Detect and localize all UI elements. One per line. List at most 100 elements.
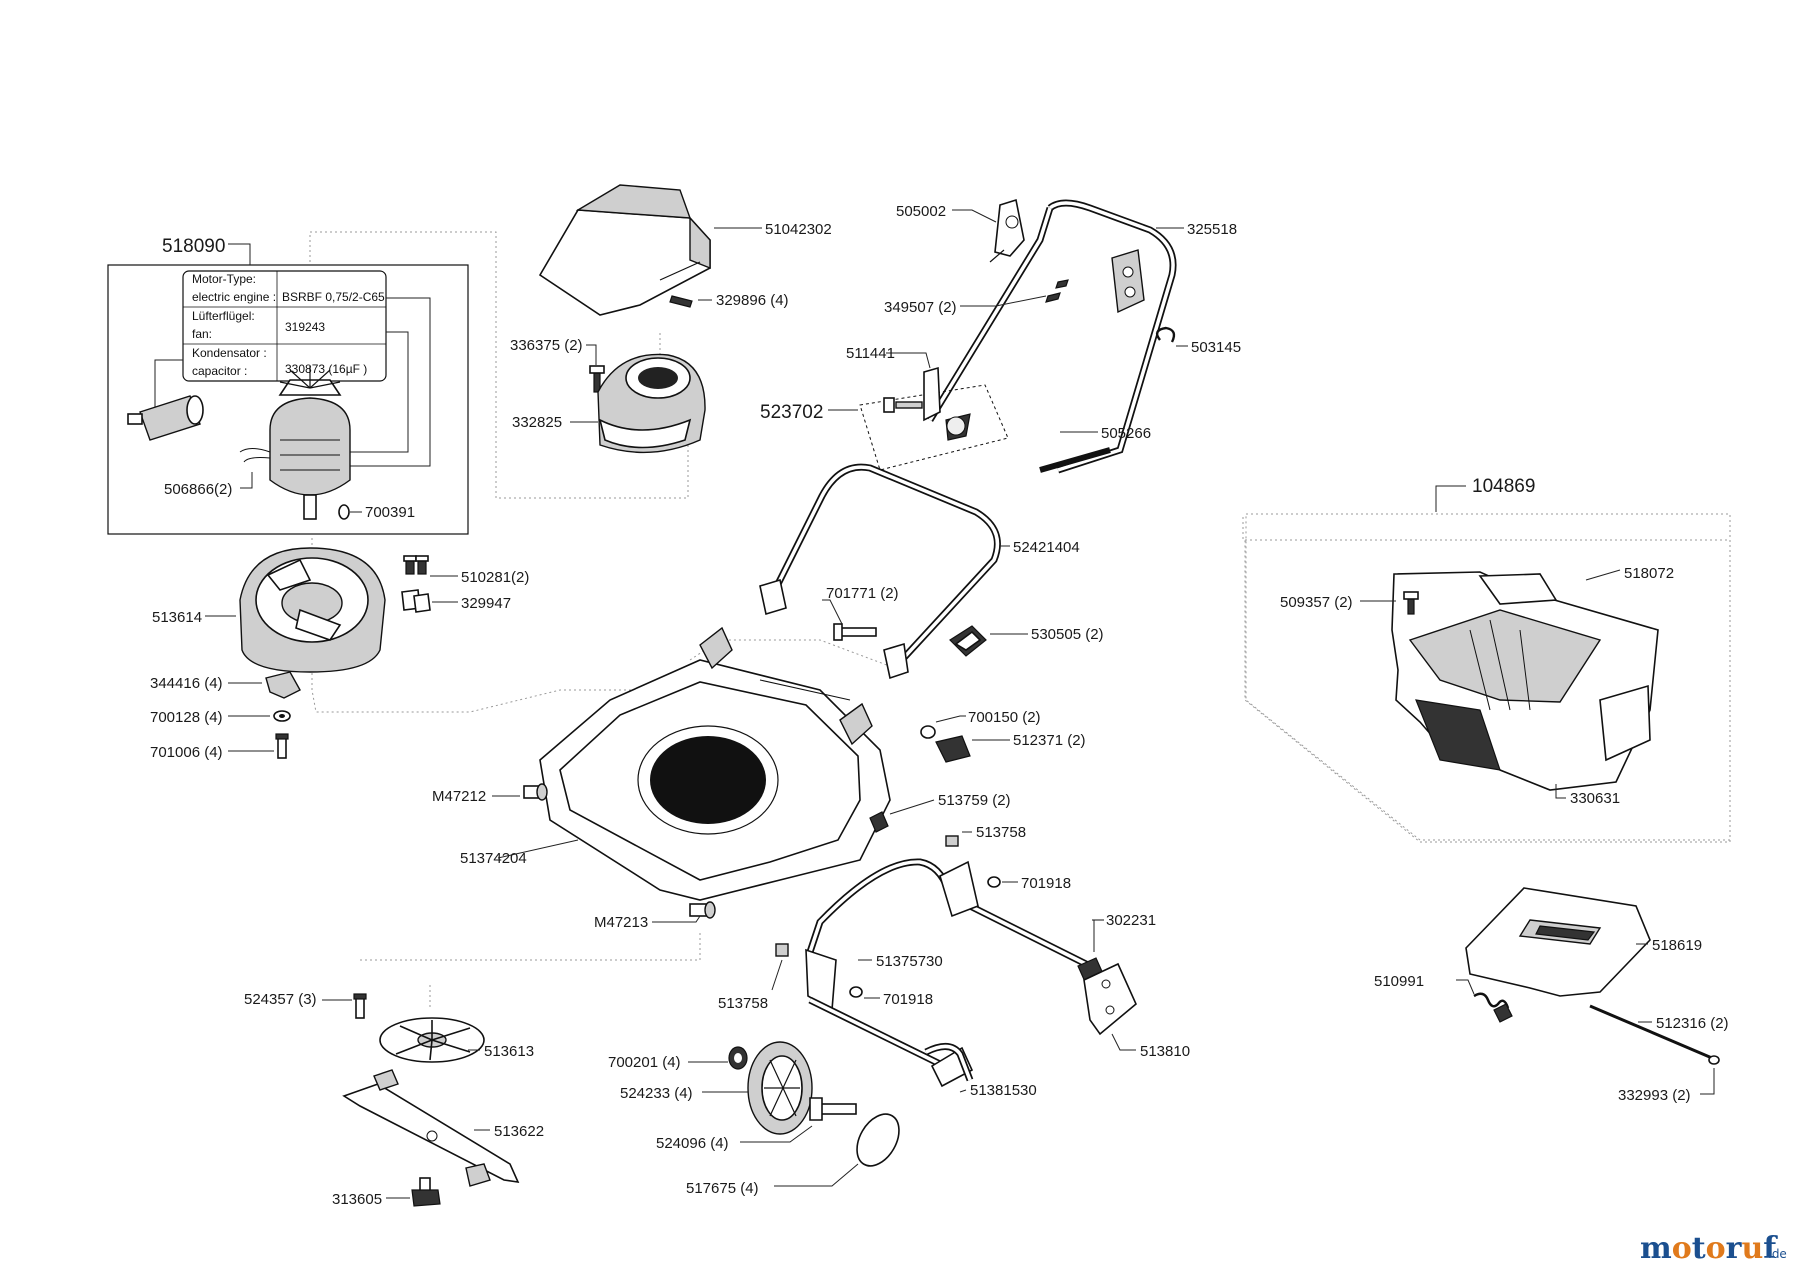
motor-table-label-2b: fan:: [192, 327, 212, 341]
label-M47213: M47213: [594, 914, 648, 931]
label-332825: 332825: [512, 414, 562, 431]
label-M47212: M47212: [432, 788, 486, 805]
motor-table-label-1a: Motor-Type:: [192, 272, 256, 286]
label-349507: 349507 (2): [884, 299, 957, 316]
knob-512371: [935, 735, 971, 763]
grass-box-330631: [1391, 571, 1659, 791]
label-510281: 510281(2): [461, 569, 529, 586]
label-332993: 332993 (2): [1618, 1087, 1691, 1104]
label-509357: 509357 (2): [1280, 594, 1353, 611]
washer-701918-a: [987, 876, 1001, 888]
lid-518619: [1465, 887, 1651, 997]
label-701771: 701771 (2): [826, 585, 899, 602]
logo-letter-4: o: [1706, 1231, 1726, 1266]
logo-suffix: .de: [1768, 1247, 1787, 1261]
logo-letter-3: t: [1692, 1231, 1706, 1266]
label-513622: 513622: [494, 1123, 544, 1140]
label-52421404: 52421404: [1013, 539, 1080, 556]
screws-349507: [1045, 279, 1069, 303]
screw-509357: [1403, 591, 1419, 615]
label-517675: 517675 (4): [686, 1180, 759, 1197]
motor-table-label-3b: capacitor :: [192, 364, 247, 378]
label-700128: 700128 (4): [150, 709, 223, 726]
motor-table-label-2a: Lüfterflügel:: [192, 309, 255, 323]
label-524357: 524357 (3): [244, 991, 317, 1008]
clip-503145: [1155, 326, 1176, 343]
bolt-701771: [833, 623, 877, 641]
logo-letter-5: r: [1726, 1231, 1743, 1266]
height-adjuster-513810: [1083, 962, 1137, 1036]
label-512371: 512371 (2): [1013, 732, 1086, 749]
group-label-motor: 518090: [162, 236, 225, 257]
washer-332993: [1708, 1055, 1720, 1065]
wheel-524233: [747, 1041, 813, 1135]
label-700201: 700201 (4): [608, 1054, 681, 1071]
label-51042302: 51042302: [765, 221, 832, 238]
lower-handle-52421404: [759, 463, 1001, 680]
rear-axle-rod-51381530: [924, 1043, 974, 1082]
motor-spec-table: [182, 270, 387, 382]
logo-letter-6: u: [1741, 1231, 1763, 1266]
motor-table-value-1: BSRBF 0,75/2-C65: [282, 290, 385, 304]
motor-assembly-box: Motor-Type: electric engine : BSRBF 0,75…: [107, 264, 469, 535]
screws-510281: [403, 555, 429, 575]
label-330631: 330631: [1570, 790, 1620, 807]
label-51375730: 51375730: [876, 953, 943, 970]
electric-motor: [239, 366, 351, 520]
group-label-handle-kit: 523702: [760, 402, 823, 423]
screw-524357: [353, 993, 367, 1019]
spring-510991: [1473, 992, 1513, 1023]
label-313605: 313605: [332, 1191, 382, 1208]
label-513613: 513613: [484, 1043, 534, 1060]
label-506866: 506866(2): [164, 481, 232, 498]
svg-text:motoruf: motoruf: [1640, 1231, 1778, 1266]
fan-513613: [379, 1017, 485, 1063]
label-700150: 700150 (2): [968, 709, 1041, 726]
motor-box-frame: [107, 264, 469, 535]
clamp-329947: [401, 589, 431, 613]
label-513758-a: 513758: [976, 824, 1026, 841]
bolt-M47212: [523, 783, 548, 801]
label-512316: 512316 (2): [1656, 1015, 1729, 1032]
bearing-700201: [728, 1046, 748, 1070]
label-513758-b: 513758: [718, 995, 768, 1012]
logo-letter-2: o: [1672, 1231, 1692, 1266]
label-344416: 344416 (4): [150, 675, 223, 692]
logo-letter-1: m: [1640, 1231, 1672, 1266]
motor-housing-513614: [239, 547, 386, 673]
label-513810: 513810: [1140, 1043, 1190, 1060]
label-510991: 510991: [1374, 973, 1424, 990]
rod-512316: [1589, 1004, 1713, 1060]
motoruf-logo: motoruf .de: [1640, 1231, 1787, 1266]
bushing-513758-b: [775, 943, 789, 957]
label-505266: 505266: [1101, 425, 1151, 442]
label-325518: 325518: [1187, 221, 1237, 238]
handle-kit-523702: [859, 366, 1009, 471]
label-513759: 513759 (2): [938, 792, 1011, 809]
capacitor: [127, 395, 204, 441]
washer-701918-b: [849, 986, 863, 998]
motor-table-value-3: 330873 (16µF ): [285, 362, 367, 376]
label-511441: 511441: [846, 345, 895, 362]
screw-336375: [589, 365, 605, 393]
bolt-M47213: [689, 901, 716, 919]
label-524096: 524096 (4): [656, 1135, 729, 1152]
blade-bolt-313605: [411, 1177, 441, 1207]
blade-513622: [342, 1069, 520, 1187]
label-513614: 513614: [152, 609, 202, 626]
label-524233: 524233 (4): [620, 1085, 693, 1102]
label-700391: 700391: [365, 504, 415, 521]
group-label-grassbox: 104869: [1472, 476, 1535, 497]
clip-530505: [949, 625, 987, 657]
label-51381530: 51381530: [970, 1082, 1037, 1099]
mower-deck-51374204: [539, 626, 891, 901]
label-518619: 518619: [1652, 937, 1702, 954]
motor-table-label-1b: electric engine :: [192, 290, 276, 304]
label-51374204: 51374204: [460, 850, 527, 867]
axle-frame-51375730: [805, 858, 1092, 1088]
label-701918-b: 701918: [883, 991, 933, 1008]
rear-flap-51042302: [538, 184, 711, 316]
label-302231: 302231: [1106, 912, 1156, 929]
switch-505002: [989, 198, 1025, 263]
